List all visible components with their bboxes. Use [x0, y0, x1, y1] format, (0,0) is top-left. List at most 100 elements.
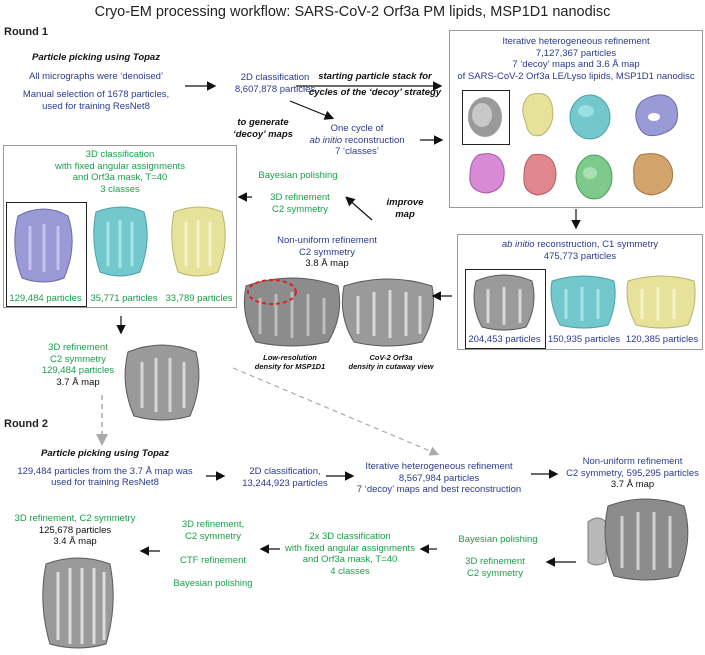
decoy-map-salmon [523, 153, 557, 196]
class-map-yellow [171, 206, 226, 277]
r2-nonuni-3: 3.7 Å map [610, 479, 655, 490]
r2-ref3d-1: 3D refinement [465, 556, 525, 567]
r1-improve: improve map [380, 197, 430, 220]
r1-abinitio-3: 7 ‘classes’ [335, 146, 379, 157]
r1-abinitio-1: One cycle of [330, 123, 384, 134]
r1-hetero-2: 7,127,367 particles [535, 47, 617, 59]
r1-abc1-2: 475,773 particles [543, 250, 617, 262]
r1-nonuni-3: 3.8 Å map [305, 258, 349, 269]
r1-class3d-p1: 129,484 particles [9, 293, 82, 304]
decoy-map-tan [633, 153, 674, 196]
r1-abinitio: One cycle of ab initio reconstruction 7 … [297, 123, 417, 158]
r1-hetero-3: 7 ‘decoy’ maps and 3.6 Å map [512, 59, 640, 70]
r1-abc1-p3: 120,385 particles [625, 334, 699, 345]
r2-class3d: 2x 3D classification with fixed angular … [280, 531, 420, 577]
r2-ctf: CTF refinement [180, 555, 246, 566]
r2-hetero-3: 7 ‘decoy’ maps and best reconstruction [356, 484, 522, 495]
r2-ref3d: 3D refinement C2 symmetry [450, 556, 540, 579]
r2-ref3d-2: C2 symmetry [467, 567, 523, 579]
r1-hetero-text: Iterative heterogeneous refinement 7,127… [450, 36, 702, 82]
r2-final-map [42, 557, 114, 649]
r1-abc1-text: ab initio reconstruction, C1 symmetry 47… [458, 239, 702, 262]
r2-topaz-2: used for training ResNet8 [51, 477, 159, 488]
r2-bayes: Bayesian polishing [458, 534, 538, 545]
r1-abinitio-2b: reconstruction [342, 134, 405, 146]
r1-hetero-4: of SARS-CoV-2 Orf3a LE/Lyso lipids, MSP1… [457, 70, 695, 82]
r1-ref37-1: 3D refinement [48, 342, 108, 353]
r1-hetero-maps [468, 92, 678, 200]
r1-arrow-decoy-2: ‘decoy’ maps [233, 128, 293, 140]
r2-topaz-title: Particle picking using Topaz [41, 448, 169, 459]
r1-abinitio-2a: ab initio [309, 134, 343, 146]
r1-abc1-selected-frame [465, 269, 546, 349]
r1-abc1-maps [473, 274, 696, 331]
arrow-2d-to-abinitio [289, 100, 335, 120]
r1-class3d-4: 3 classes [100, 183, 140, 195]
r1-arrow-start-1: starting particle stack for [318, 71, 432, 82]
round1-label: Round 1 [4, 26, 48, 38]
r1-class3d-maps [14, 206, 226, 283]
round2-label: Round 2 [4, 418, 48, 430]
r1-abc1-p1: 204,453 particles [468, 334, 541, 345]
arrow-improve-map [345, 196, 373, 221]
r2-topaz-1: 129,484 particles from the 3.7 Å map was [17, 465, 193, 477]
r1-improve-1: improve [386, 197, 424, 208]
r1-cutaway-caption: CoV-2 Orf3a density in cutaway view [336, 353, 446, 371]
r1-nonuni-1: Non-uniform refinement [277, 235, 377, 246]
r2-final-3: 3.4 Å map [53, 536, 97, 547]
abc1-map-cyan [550, 275, 616, 329]
r2-final-1: 3D refinement, C2 symmetry [14, 513, 136, 524]
map-cutaway [341, 278, 435, 347]
r1-arrow-decoy-1: to generate [237, 117, 289, 128]
r1-class3d-text: 3D classification with fixed angular ass… [4, 149, 236, 195]
r1-abc1-1b: reconstruction, C1 symmetry [534, 239, 659, 250]
r1-class3d-box: 3D classification with fixed angular ass… [3, 145, 237, 308]
r1-manual-1: Manual selection of 1678 particles, [22, 89, 170, 100]
r2-nonuni: Non-uniform refinement C2 symmetry, 595,… [560, 456, 705, 491]
r1-class2d-2: 8,607,878 particles [234, 83, 316, 95]
r2-class3d-1: 2x 3D classification [309, 531, 391, 542]
r1-ref37: 3D refinement C2 symmetry 129,484 partic… [28, 342, 128, 388]
r1-ref3d: 3D refinement C2 symmetry [255, 192, 345, 215]
r2-nonuni-2: C2 symmetry, 595,295 particles [566, 467, 699, 479]
decoy-map-green [575, 154, 613, 200]
r2-nonuni-map [587, 498, 689, 581]
r1-ref37-4: 3.7 Å map [56, 376, 100, 388]
decoy-map-pink [469, 153, 505, 194]
r2-hetero-2: 8,567,984 particles [398, 472, 480, 484]
r1-hetero-selected-frame [462, 90, 510, 145]
r1-class2d: 2D classification 8,607,878 particles [225, 72, 325, 95]
abc1-map-gray [473, 274, 535, 331]
r1-arrow-start-2: cycles of the ‘decoy’ strategy [308, 86, 442, 98]
decoy-map-yellow [522, 92, 554, 137]
r1-bayes: Bayesian polishing [258, 170, 338, 181]
r1-class2d-1: 2D classification [240, 72, 310, 83]
r1-topaz-title: Particle picking using Topaz [32, 52, 160, 63]
r1-cutaway-1: CoV-2 Orf3a [369, 353, 413, 362]
class-map-lavender [14, 208, 73, 283]
r1-nonuni-2: C2 symmetry [299, 246, 355, 258]
r1-class3d-p2: 35,771 particles [90, 293, 158, 304]
r2-class2d-2: 13,244,923 particles [242, 477, 328, 489]
decoy-map-gray [468, 97, 502, 137]
r2-bayes2: Bayesian polishing [173, 578, 253, 589]
r2-refc2: 3D refinement, C2 symmetry [168, 519, 258, 542]
r1-hetero-1: Iterative heterogeneous refinement [502, 36, 650, 47]
r1-ref37-2: C2 symmetry [50, 353, 106, 365]
r2-hetero-1: Iterative heterogeneous refinement [365, 461, 513, 472]
r1-class3d-2: with fixed angular assignments [55, 160, 185, 172]
r1-arrow-start-label: starting particle stack for cycles of th… [300, 71, 450, 98]
decoy-map-lavender [635, 94, 678, 137]
r1-abc1-p2: 150,935 particles [547, 334, 621, 345]
r1-arrow-decoy-label: to generate ‘decoy’ maps [228, 117, 298, 140]
r2-class3d-4: 4 classes [330, 565, 370, 577]
r2-class2d-1: 2D classification, [249, 466, 321, 477]
r1-abc1-1a: ab initio [501, 239, 535, 250]
r2-class3d-2: with fixed angular assignments [285, 542, 415, 554]
r2-refc2-1: 3D refinement, [181, 519, 245, 530]
r1-class3d-selected-frame [6, 202, 87, 307]
r2-final: 3D refinement, C2 symmetry 125,678 parti… [5, 513, 145, 548]
r1-topaz: Particle picking using Topaz All microgr… [6, 52, 186, 112]
r2-final-2: 125,678 particles [38, 524, 112, 536]
